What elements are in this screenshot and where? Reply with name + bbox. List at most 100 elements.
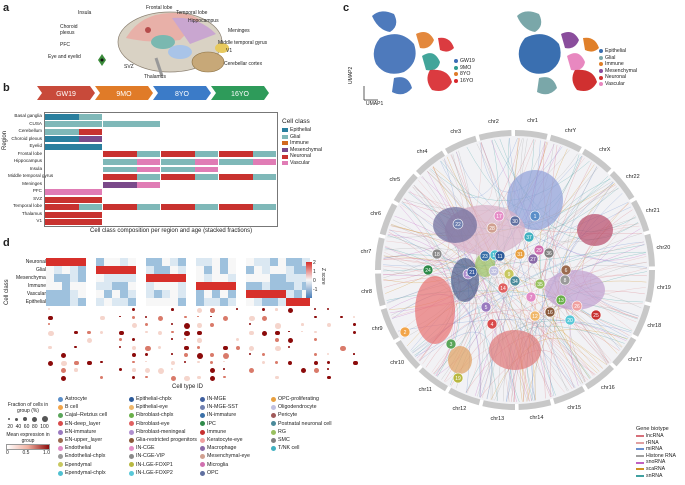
chromosome-label: chr18 <box>647 322 662 329</box>
region-label: Thalamus <box>21 210 42 216</box>
fraction-dot-80 <box>31 416 37 422</box>
circos-link <box>383 254 556 396</box>
composition-segment <box>45 128 80 135</box>
cluster-id: 19 <box>455 376 461 382</box>
zscore-cell <box>62 298 70 306</box>
biotype-name: miRNA <box>646 446 663 453</box>
age-legend-item: 16YO <box>454 78 475 85</box>
zscore-cell <box>54 298 62 306</box>
umap-class-name: Mesenchymal <box>605 67 638 74</box>
zscore-cell <box>270 266 278 274</box>
label-thalamus: Thalamus <box>144 74 166 80</box>
cell-type-name: IN-CGE-VIP <box>136 453 165 460</box>
cluster-id: 37 <box>526 235 532 241</box>
zscore-cell <box>262 298 270 306</box>
biotype-name: Histone RNA <box>646 452 676 459</box>
expression-dot <box>314 368 319 373</box>
expression-dot <box>158 345 162 349</box>
circos-link <box>431 261 647 373</box>
label-middle-temporal-gyrus: Middle temporal gyrus <box>218 40 268 46</box>
expression-dot <box>210 360 214 364</box>
composition-cell <box>45 143 102 150</box>
zscore-cell <box>278 258 286 266</box>
class-row-label: Epithelial <box>25 299 46 305</box>
expression-dot <box>74 368 78 372</box>
expression-dot <box>340 315 343 319</box>
expression-dot <box>327 375 331 380</box>
zscore-cell <box>270 274 278 282</box>
chromosome-label: chr17 <box>628 356 643 363</box>
zscore-cell <box>294 266 302 274</box>
cell-type-item: Microglia <box>200 462 228 469</box>
composition-segment <box>79 143 102 150</box>
cluster-node <box>544 306 556 318</box>
age-dot <box>454 72 458 77</box>
expression-dot <box>184 338 186 340</box>
composition-segment <box>219 159 254 165</box>
chromosome-label: chr13 <box>490 415 505 422</box>
cluster-node <box>488 265 500 277</box>
composition-segment <box>103 121 138 128</box>
fraction-tick: 20 <box>7 424 13 430</box>
expression-dot <box>145 353 148 356</box>
stage-label: 8YO <box>175 91 190 98</box>
cluster-node <box>480 301 492 313</box>
umap-class-legend-item: Glial <box>599 55 637 62</box>
expression-dot <box>132 353 136 357</box>
composition-segment <box>79 121 102 128</box>
label-choroid-plexus: Choroid plexus <box>60 24 78 36</box>
chromosome-label: chr6 <box>370 211 382 218</box>
expression-dot <box>197 375 201 380</box>
circos-link <box>494 139 636 232</box>
composition-segment <box>161 151 196 158</box>
cluster-id: 23 <box>482 254 488 260</box>
zscore-cell <box>286 274 294 282</box>
expression-dot <box>132 345 137 350</box>
zscore-cell <box>62 266 70 274</box>
chromosome-arc <box>448 387 481 406</box>
region-label: Temporal lobe <box>13 203 42 209</box>
cluster-node <box>493 210 505 222</box>
cell-type-item: Mesenchymal-eye <box>200 453 250 460</box>
expression-dot <box>275 375 279 380</box>
cluster-node <box>529 310 541 322</box>
cell-type-name: SMC <box>278 437 290 443</box>
panel-label-d: d <box>3 237 10 249</box>
cell-type-dot <box>129 421 134 427</box>
cell-type-dot <box>200 454 205 460</box>
biotype-item: lncRNA <box>636 433 676 440</box>
chromosome-label: chr14 <box>529 415 544 422</box>
expression-dot <box>48 315 53 321</box>
zscore-cell <box>212 266 220 274</box>
cell-type-dot <box>271 421 276 427</box>
expression-dot <box>184 315 187 319</box>
zscore-cell <box>302 274 310 282</box>
zscore-cell <box>120 298 128 306</box>
biotype-line <box>636 474 644 477</box>
zscore-cell <box>78 274 86 282</box>
zscore-cell <box>228 290 236 298</box>
cluster-node <box>503 268 515 280</box>
chromosome-label: chr1 <box>527 118 538 125</box>
cluster-id: 9 <box>508 272 511 278</box>
zscore-cell <box>254 290 262 298</box>
cell-type-name: Cajal–Retzius cell <box>65 412 108 419</box>
class-legend-item: Epithelial <box>282 127 322 134</box>
cell-type-name: Astrocyte <box>65 396 88 402</box>
label-eye-and-eyelid: Eye and eyelid <box>48 54 81 60</box>
expression-dot <box>74 330 78 335</box>
expression-dot <box>48 323 50 325</box>
zscore-cell <box>154 282 162 290</box>
label-pfc: PFC <box>60 42 70 48</box>
composition-segment <box>45 196 80 203</box>
expression-dot <box>184 345 189 351</box>
zscore-cell <box>196 298 204 306</box>
zscore-cell <box>128 266 136 274</box>
zscore-cell <box>170 282 178 290</box>
circos-link <box>510 162 592 402</box>
cell-type-item: EN-deep_layer <box>58 421 100 428</box>
biotype-name: lncRNA <box>646 433 664 439</box>
composition-segment <box>219 151 254 158</box>
zscore-cell <box>104 282 112 290</box>
